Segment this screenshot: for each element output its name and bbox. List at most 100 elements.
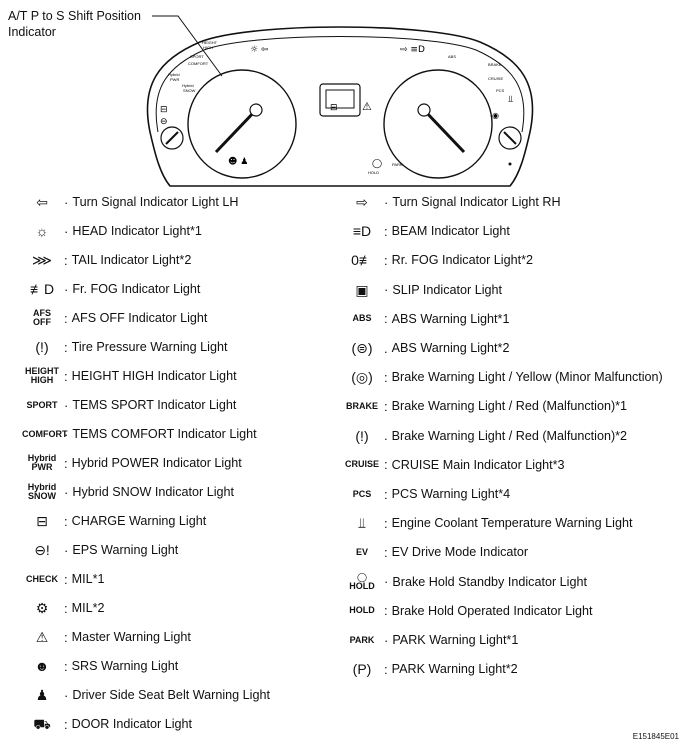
legend-label: Turn Signal Indicator Light RH <box>392 195 561 209</box>
coolant-temp-icon: ⫫ <box>358 515 366 532</box>
legend-separator: · <box>64 426 69 442</box>
legend-row: Hybrid SNOW·Hybrid SNOW Indicator Light <box>22 482 234 502</box>
cluster-label-abs: ABS <box>448 54 456 59</box>
legend-label: EV Drive Mode Indicator <box>391 545 529 560</box>
legend-separator: : <box>384 661 388 677</box>
legend-label: Driver Side Seat Belt Warning Light <box>72 688 270 702</box>
legend-separator: : <box>64 310 68 326</box>
legend-label: DOOR Indicator Light <box>71 717 193 731</box>
legend-row: (!).Brake Warning Light / Red (Malfuncti… <box>342 426 627 446</box>
cluster-label-sport: SPORT <box>190 54 204 59</box>
legend-row: ⫫:Engine Coolant Temperature Warning Lig… <box>342 513 632 533</box>
legend-row: ABS:ABS Warning Light*1 <box>342 309 509 329</box>
legend-row: ⛟:DOOR Indicator Light <box>22 714 192 734</box>
callout-line-2: Indicator <box>8 25 56 39</box>
cruise-icon: CRUISE <box>344 459 379 470</box>
cluster-label-cruise: CRUISE <box>488 76 503 81</box>
turn-right-icon: ⇨ <box>356 194 368 210</box>
cluster-label-hold: HOLD <box>368 170 379 175</box>
legend-separator: : <box>384 544 388 560</box>
legend-row: AFS OFF:AFS OFF Indicator Light <box>22 308 207 328</box>
cluster-label-high: HIGH <box>203 45 213 50</box>
legend-label: Rr. FOG Indicator Light*2 <box>391 253 534 268</box>
legend-separator: : <box>64 658 68 674</box>
legend-label: Brake Hold Standby Indicator Light <box>392 574 587 589</box>
legend-separator: · <box>64 397 69 413</box>
legend-label: ABS Warning Light*2 <box>391 341 510 355</box>
svg-text:⊟: ⊟ <box>330 103 338 113</box>
cluster-label-brake: BRAKE <box>488 62 502 67</box>
cluster-label-height: HEIGHT <box>202 40 218 45</box>
right-small-gauge <box>498 126 522 150</box>
brake-yellow-icon: (◎) <box>351 369 373 386</box>
legend-row: EV:EV Drive Mode Indicator <box>342 542 528 562</box>
hybrid-pwr-icon: Hybrid PWR <box>27 453 57 472</box>
legend-row: HOLD:Brake Hold Operated Indicator Light <box>342 601 593 621</box>
legend-row: CRUISE:CRUISE Main Indicator Light*3 <box>342 455 565 475</box>
callout-line-1: A/T P to S Shift Position <box>8 9 141 23</box>
legend-label: Brake Warning Light / Red (Malfunction)*… <box>391 399 628 414</box>
legend-row: SPORT·TEMS SPORT Indicator Light <box>22 395 236 415</box>
legend-row: ⋙:TAIL Indicator Light*2 <box>22 250 191 270</box>
svg-text:☼ ⇦: ☼ ⇦ <box>250 45 268 55</box>
tail-light-icon: ⋙ <box>32 252 52 268</box>
legend-label: PARK Warning Light*1 <box>392 633 519 647</box>
legend-label: SRS Warning Light <box>71 659 179 673</box>
legend-label: MIL*2 <box>71 601 105 615</box>
legend-label: Brake Hold Operated Indicator Light <box>391 603 593 618</box>
legend-row: ≡D:BEAM Indicator Light <box>342 221 510 241</box>
cluster-label-park: PARK <box>392 162 403 167</box>
ev-drive-icon: EV <box>355 546 368 557</box>
comfort-icon: COMFORT <box>22 428 68 439</box>
cluster-label-pwr: PWR <box>170 77 179 82</box>
legend-label: HEIGHT HIGH Indicator Light <box>71 369 237 383</box>
legend-row: ☼·HEAD Indicator Light*1 <box>22 221 202 241</box>
legend-label: Tire Pressure Warning Light <box>71 340 228 354</box>
turn-left-icon: ⇦ <box>36 194 48 210</box>
left-gauge <box>187 69 297 179</box>
legend-label: SLIP Indicator Light <box>392 282 503 297</box>
legend-label: TAIL Indicator Light*2 <box>71 253 192 267</box>
legend-label: Engine Coolant Temperature Warning Light <box>391 516 633 531</box>
legend-label: CRUISE Main Indicator Light*3 <box>391 457 565 472</box>
legend-row: CHECK:MIL*1 <box>22 569 105 589</box>
legend-separator: : <box>64 368 68 384</box>
legend-row: ≢D·Fr. FOG Indicator Light <box>22 279 201 299</box>
legend-separator: · <box>64 281 69 297</box>
park-circle-icon: (P) <box>352 661 372 678</box>
legend-row: PARK ·PARK Warning Light*1 <box>342 630 519 650</box>
legend-separator: · <box>384 632 389 648</box>
cluster-label-hybrid-1: Hybrid <box>168 72 180 77</box>
cluster-label-comfort: COMFORT <box>188 61 209 66</box>
legend-label: AFS OFF Indicator Light <box>71 311 208 325</box>
legend-separator: · <box>64 194 69 210</box>
legend-row: ⇦ ·Turn Signal Indicator Light LH <box>22 192 239 212</box>
brake-hold-standby-icon: ◯ HOLD <box>349 571 375 591</box>
legend-label: Brake Warning Light / Yellow (Minor Malf… <box>391 370 663 385</box>
svg-text:⊖: ⊖ <box>160 117 168 127</box>
legend-separator: · <box>64 484 69 500</box>
legend-label: Turn Signal Indicator Light LH <box>72 195 239 209</box>
svg-text:⚠: ⚠ <box>362 100 372 113</box>
legend-label: CHARGE Warning Light <box>71 514 207 528</box>
legend-row: BRAKE:Brake Warning Light / Red (Malfunc… <box>342 396 627 416</box>
legend-row: ⇨·Turn Signal Indicator Light RH <box>342 192 561 212</box>
legend-label: TEMS SPORT Indicator Light <box>72 398 237 412</box>
srs-icon: ☻ <box>34 658 50 674</box>
legend-separator: · <box>64 687 69 703</box>
legend-separator: : <box>64 455 68 471</box>
check-engine-icon: CHECK <box>25 573 58 584</box>
legend-row: ▣·SLIP Indicator Light <box>342 280 502 300</box>
height-high-icon: HEIGHT HIGH <box>24 366 59 385</box>
legend-row: (⊜).ABS Warning Light*2 <box>342 338 509 358</box>
legend-separator: : <box>64 513 68 529</box>
legend-label: ABS Warning Light*1 <box>391 311 510 326</box>
legend-label: EPS Warning Light <box>72 543 179 557</box>
brake-red-icon: (!) <box>355 427 369 444</box>
master-warning-icon: ⚠ <box>35 629 49 645</box>
cluster-housing <box>146 26 534 187</box>
legend-label: TEMS COMFORT Indicator Light <box>72 427 257 441</box>
park-text-icon: PARK <box>349 634 375 645</box>
legend-separator: · <box>384 282 389 298</box>
cluster-label-snow: SNOW <box>183 88 196 93</box>
